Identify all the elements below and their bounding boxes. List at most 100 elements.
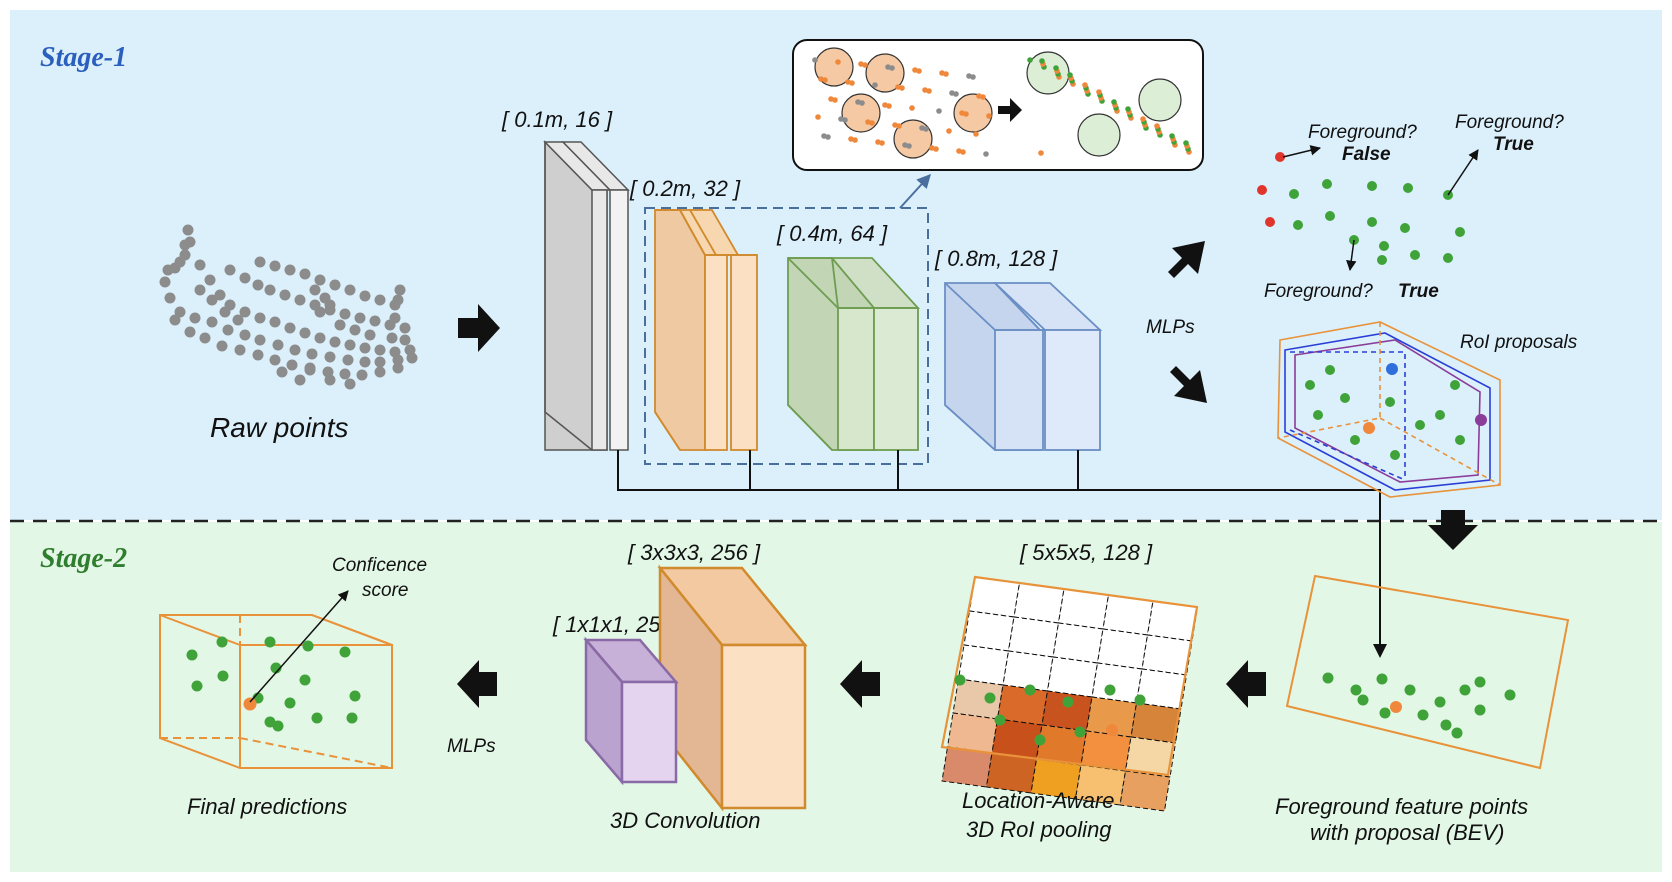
raw-point bbox=[406, 352, 418, 364]
raw-point bbox=[279, 289, 291, 301]
inset-point bbox=[812, 57, 818, 63]
fg-point-green bbox=[1293, 220, 1303, 230]
ball-query-sphere bbox=[814, 47, 854, 87]
bev-point bbox=[1322, 672, 1334, 684]
inset-point bbox=[912, 67, 918, 73]
arrow-right-icon bbox=[998, 98, 1022, 122]
raw-point bbox=[392, 294, 404, 306]
raw-point bbox=[294, 294, 306, 306]
fg-point-red bbox=[1275, 152, 1285, 162]
conv-small-block bbox=[583, 636, 679, 786]
pool-cell bbox=[1080, 730, 1132, 772]
raw-point bbox=[182, 224, 194, 236]
final-point bbox=[264, 636, 276, 648]
raw-point bbox=[364, 329, 376, 341]
pool-cell bbox=[1102, 594, 1154, 636]
raw-point bbox=[399, 322, 411, 334]
bev-point bbox=[1459, 684, 1471, 696]
raw-point bbox=[334, 319, 346, 331]
inset-point bbox=[1053, 65, 1059, 71]
raw-point bbox=[159, 276, 171, 288]
bev-point bbox=[1379, 707, 1391, 719]
inset-point bbox=[1125, 106, 1131, 112]
stage2-panel bbox=[10, 522, 1662, 872]
raw-point bbox=[254, 334, 266, 346]
raw-point bbox=[314, 274, 326, 286]
pool-cell bbox=[952, 678, 1004, 720]
confidence-pointer bbox=[249, 590, 349, 703]
final-point bbox=[299, 674, 311, 686]
raw-point-cloud bbox=[159, 224, 418, 390]
final-prediction-box bbox=[159, 614, 393, 769]
final-point bbox=[272, 720, 284, 732]
inset-point bbox=[872, 82, 878, 88]
raw-point bbox=[374, 294, 386, 306]
inset-point bbox=[956, 148, 962, 154]
pool-cell bbox=[1124, 736, 1177, 778]
raw-point bbox=[232, 314, 244, 326]
raw-point bbox=[174, 306, 186, 318]
fg-query-3: Foreground? bbox=[1264, 281, 1373, 302]
inset-point bbox=[865, 119, 871, 125]
inset-point bbox=[821, 133, 827, 139]
bev-proposal bbox=[1285, 574, 1570, 770]
final-point bbox=[216, 636, 228, 648]
pool-cell bbox=[1030, 758, 1082, 800]
raw-point bbox=[392, 362, 404, 374]
raw-point bbox=[234, 344, 246, 356]
roi-point bbox=[1415, 420, 1425, 430]
raw-point bbox=[392, 354, 404, 366]
inset-point bbox=[936, 108, 942, 114]
raw-point bbox=[276, 366, 288, 378]
inset-point bbox=[929, 145, 935, 151]
inset-point bbox=[1038, 150, 1044, 156]
raw-point bbox=[194, 284, 206, 296]
pool-cell bbox=[963, 610, 1015, 652]
final-point bbox=[311, 712, 323, 724]
bev-point bbox=[1350, 684, 1362, 696]
final-point bbox=[186, 649, 198, 661]
roi-point bbox=[1390, 450, 1400, 460]
pool-cell bbox=[991, 718, 1043, 760]
pool-label-2: 3D RoI pooling bbox=[966, 817, 1112, 842]
final-point bbox=[191, 680, 203, 692]
inset-point bbox=[983, 151, 989, 157]
raw-point bbox=[389, 312, 401, 324]
fg-point-green bbox=[1400, 223, 1410, 233]
inset-point bbox=[1169, 133, 1175, 139]
inset-point bbox=[939, 70, 945, 76]
roi-point-purple bbox=[1475, 414, 1487, 426]
raw-point bbox=[314, 306, 326, 318]
inset-point bbox=[946, 128, 952, 134]
confidence-label-1: Conficence bbox=[332, 555, 427, 576]
raw-point bbox=[304, 364, 316, 376]
fg-point-green bbox=[1403, 183, 1413, 193]
fg-point-green bbox=[1410, 250, 1420, 260]
skip-arrow-head bbox=[1373, 644, 1387, 658]
raw-point bbox=[306, 348, 318, 360]
stage2-mlps-label: MLPs bbox=[447, 736, 496, 757]
raw-point bbox=[399, 334, 411, 346]
raw-point bbox=[254, 312, 266, 324]
layer1-block bbox=[543, 140, 630, 451]
inset-point bbox=[986, 113, 992, 119]
raw-point bbox=[264, 284, 276, 296]
ball-query-sphere bbox=[953, 93, 993, 133]
raw-point bbox=[206, 316, 218, 328]
arrow-down-icon bbox=[1428, 510, 1478, 550]
raw-point bbox=[374, 344, 386, 356]
pool-cell bbox=[1002, 650, 1054, 692]
inset-point bbox=[1111, 99, 1117, 105]
inset-point bbox=[959, 110, 965, 116]
bev-point bbox=[1474, 704, 1486, 716]
pool-cell bbox=[1007, 616, 1060, 658]
skip-connections bbox=[617, 450, 1381, 648]
roi-proposals-label: RoI proposals bbox=[1460, 332, 1578, 353]
inset-point bbox=[966, 73, 972, 79]
raw-point bbox=[344, 284, 356, 296]
raw-point bbox=[239, 329, 251, 341]
raw-point bbox=[359, 290, 371, 302]
fg-point-green bbox=[1322, 179, 1332, 189]
inset-point bbox=[973, 131, 979, 137]
